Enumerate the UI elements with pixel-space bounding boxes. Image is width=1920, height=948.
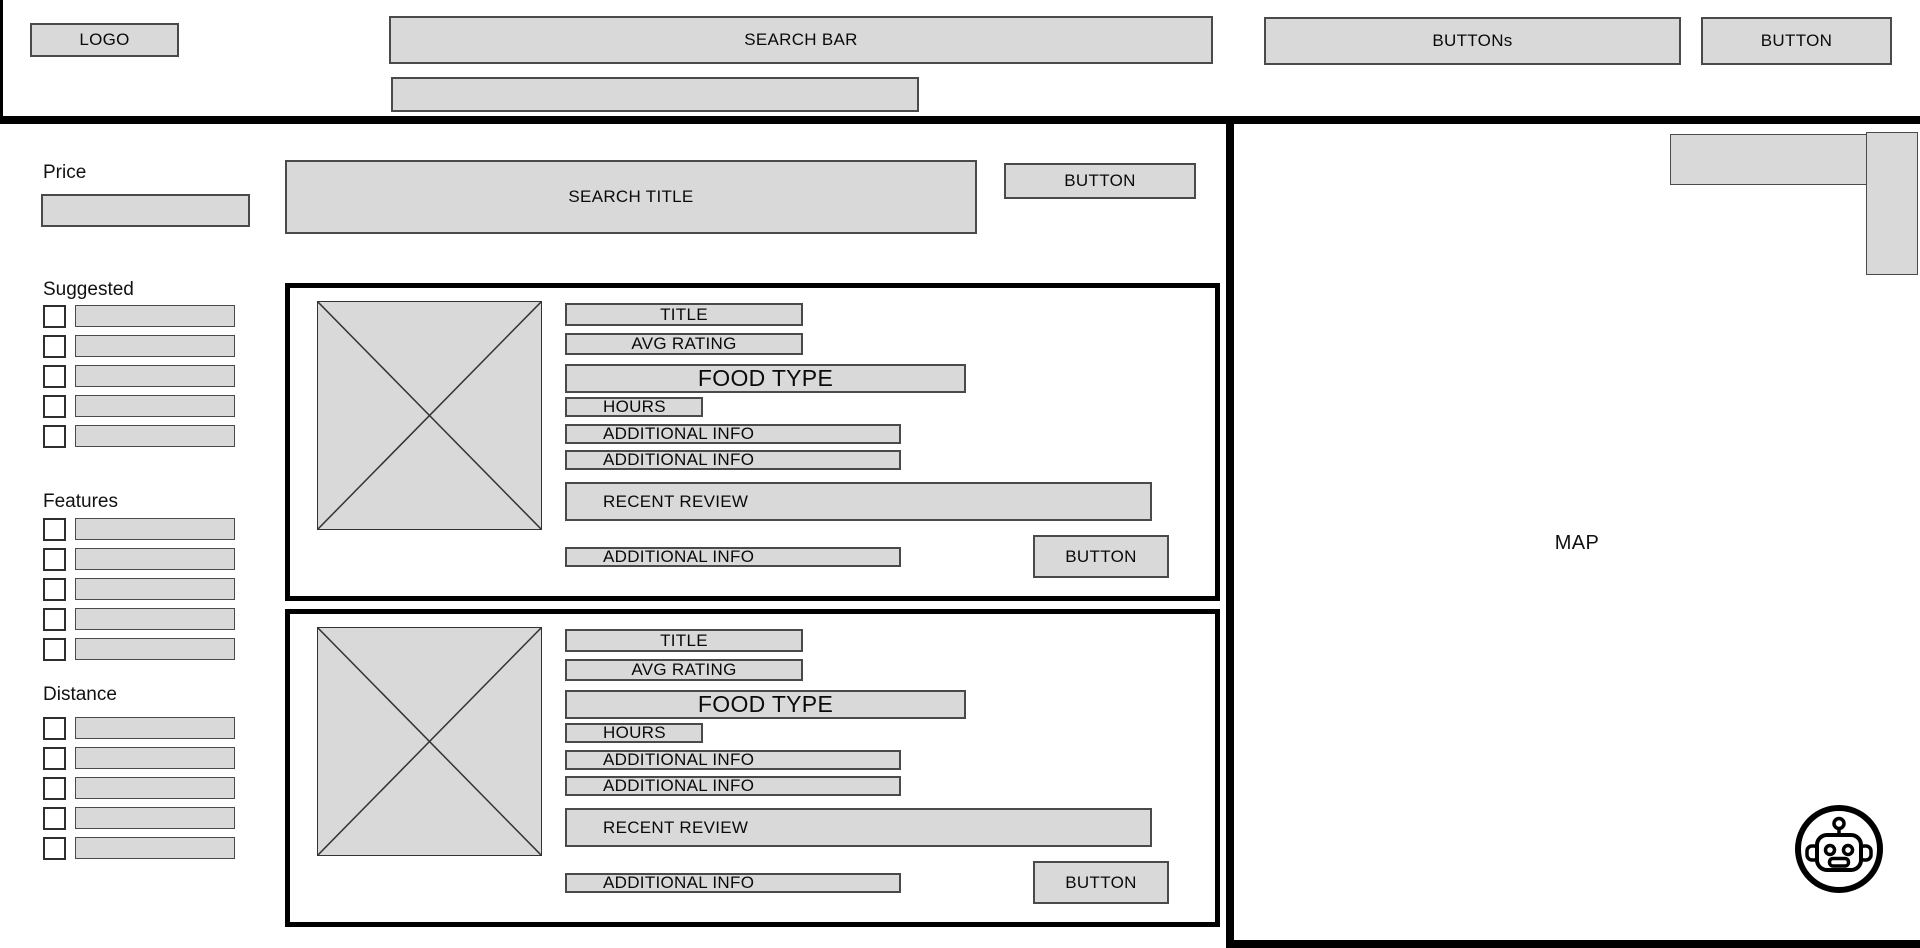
result-recent-review: RECENT REVIEW bbox=[565, 808, 1152, 847]
filter-option-label bbox=[75, 837, 235, 859]
checkbox[interactable] bbox=[43, 578, 66, 601]
filter-option-row bbox=[43, 305, 235, 328]
checkbox[interactable] bbox=[43, 807, 66, 830]
filter-option-row bbox=[43, 365, 235, 388]
nav-button[interactable]: BUTTON bbox=[1701, 17, 1892, 65]
image-x-icon bbox=[318, 628, 541, 855]
checkbox[interactable] bbox=[43, 777, 66, 800]
filter-option-row bbox=[43, 425, 235, 448]
search-title: SEARCH TITLE bbox=[285, 160, 977, 234]
map-control-box[interactable] bbox=[1670, 134, 1868, 185]
checkbox[interactable] bbox=[43, 395, 66, 418]
result-additional-info: ADDITIONAL INFO bbox=[565, 547, 901, 567]
filter-option-label bbox=[75, 747, 235, 769]
filter-option-row bbox=[43, 578, 235, 601]
result-additional-info: ADDITIONAL INFO bbox=[565, 873, 901, 893]
features-filter-label: Features bbox=[43, 491, 118, 512]
map-scrollbar[interactable] bbox=[1866, 132, 1918, 275]
filter-option-label bbox=[75, 608, 235, 630]
filter-option-label bbox=[75, 807, 235, 829]
result-title[interactable]: TITLE bbox=[565, 303, 803, 326]
checkbox[interactable] bbox=[43, 365, 66, 388]
suggested-filter-label: Suggested bbox=[43, 279, 134, 300]
checkbox[interactable] bbox=[43, 305, 66, 328]
filter-option-label bbox=[75, 305, 235, 327]
distance-filter-options bbox=[43, 717, 235, 860]
filter-option-label bbox=[75, 518, 235, 540]
filter-option-row bbox=[43, 717, 235, 740]
suggested-filter-options bbox=[43, 305, 235, 448]
result-additional-info: ADDITIONAL INFO bbox=[565, 750, 901, 770]
filter-option-row bbox=[43, 335, 235, 358]
filter-option-label bbox=[75, 425, 235, 447]
checkbox[interactable] bbox=[43, 425, 66, 448]
result-food-type: FOOD TYPE bbox=[565, 364, 966, 393]
checkbox[interactable] bbox=[43, 747, 66, 770]
filter-option-row bbox=[43, 777, 235, 800]
result-recent-review: RECENT REVIEW bbox=[565, 482, 1152, 521]
filter-option-label bbox=[75, 638, 235, 660]
filter-option-row bbox=[43, 548, 235, 571]
nav-buttons-group[interactable]: BUTTONs bbox=[1264, 17, 1681, 65]
filter-option-row bbox=[43, 638, 235, 661]
result-card: TITLE AVG RATING FOOD TYPE HOURS ADDITIO… bbox=[285, 283, 1220, 601]
map-label: MAP bbox=[1554, 532, 1600, 554]
checkbox[interactable] bbox=[43, 608, 66, 631]
result-hours: HOURS bbox=[565, 397, 703, 417]
result-card: TITLE AVG RATING FOOD TYPE HOURS ADDITIO… bbox=[285, 609, 1220, 927]
result-additional-info: ADDITIONAL INFO bbox=[565, 424, 901, 444]
checkbox[interactable] bbox=[43, 335, 66, 358]
filter-option-label bbox=[75, 717, 235, 739]
filter-option-row bbox=[43, 518, 235, 541]
result-avg-rating: AVG RATING bbox=[565, 333, 803, 355]
checkbox[interactable] bbox=[43, 837, 66, 860]
logo[interactable]: LOGO bbox=[30, 23, 179, 57]
filter-option-row bbox=[43, 608, 235, 631]
checkbox[interactable] bbox=[43, 548, 66, 571]
distance-filter-label: Distance bbox=[43, 684, 117, 705]
filter-option-row bbox=[43, 807, 235, 830]
filter-option-label bbox=[75, 777, 235, 799]
filter-option-label bbox=[75, 548, 235, 570]
sort-button[interactable]: BUTTON bbox=[1004, 163, 1196, 199]
features-filter-options bbox=[43, 518, 235, 661]
checkbox[interactable] bbox=[43, 638, 66, 661]
result-hours: HOURS bbox=[565, 723, 703, 743]
restaurant-image-placeholder[interactable] bbox=[317, 627, 542, 856]
result-additional-info: ADDITIONAL INFO bbox=[565, 776, 901, 796]
result-action-button[interactable]: BUTTON bbox=[1033, 861, 1169, 904]
result-action-button[interactable]: BUTTON bbox=[1033, 535, 1169, 578]
filter-option-label bbox=[75, 335, 235, 357]
price-filter-label: Price bbox=[43, 162, 87, 183]
search-bar-input[interactable]: SEARCH BAR bbox=[389, 16, 1213, 64]
filter-option-label bbox=[75, 365, 235, 387]
result-food-type: FOOD TYPE bbox=[565, 690, 966, 719]
chatbot-button[interactable] bbox=[1791, 801, 1887, 897]
filter-option-row bbox=[43, 747, 235, 770]
restaurant-image-placeholder[interactable] bbox=[317, 301, 542, 530]
map-panel: MAP bbox=[1226, 116, 1920, 948]
checkbox[interactable] bbox=[43, 717, 66, 740]
filter-option-row bbox=[43, 837, 235, 860]
filter-option-row bbox=[43, 395, 235, 418]
filter-option-label bbox=[75, 578, 235, 600]
top-nav-bar: LOGO SEARCH BAR BUTTONs BUTTON bbox=[0, 0, 1920, 124]
search-suggestion-box[interactable] bbox=[391, 77, 919, 112]
image-x-icon bbox=[318, 302, 541, 529]
result-title[interactable]: TITLE bbox=[565, 629, 803, 652]
result-additional-info: ADDITIONAL INFO bbox=[565, 450, 901, 470]
robot-icon bbox=[1795, 805, 1883, 893]
result-avg-rating: AVG RATING bbox=[565, 659, 803, 681]
filter-option-label bbox=[75, 395, 235, 417]
price-input[interactable] bbox=[41, 194, 250, 227]
checkbox[interactable] bbox=[43, 518, 66, 541]
